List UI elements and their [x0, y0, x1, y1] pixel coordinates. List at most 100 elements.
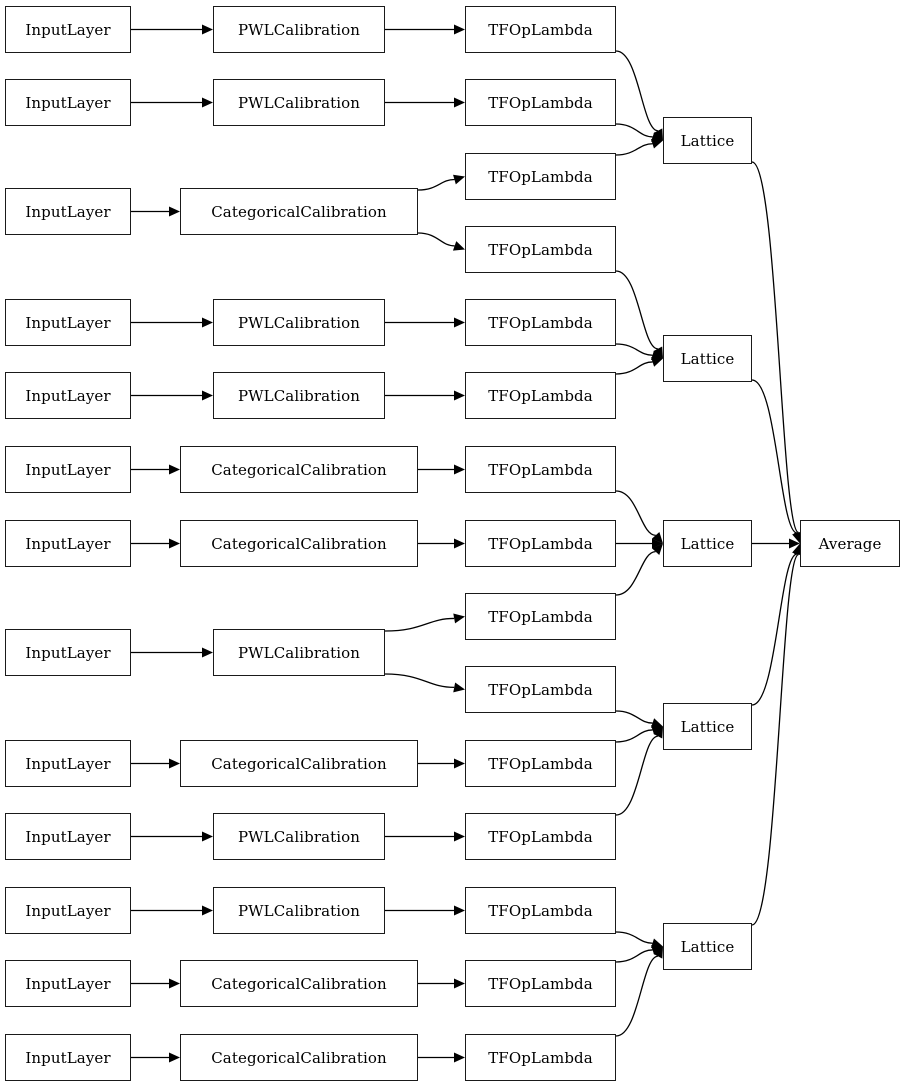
edge-lam11-to-lat3: [615, 735, 659, 816]
node-cal9[interactable]: PWLCalibration: [213, 813, 385, 860]
edge-lam2-to-lat0: [615, 143, 653, 156]
node-cal8[interactable]: CategoricalCalibration: [180, 740, 418, 787]
arrowhead-cal7-to-lam8: [453, 613, 465, 624]
node-in0[interactable]: InputLayer: [5, 6, 131, 53]
node-in4[interactable]: InputLayer: [5, 372, 131, 419]
node-in10[interactable]: InputLayer: [5, 887, 131, 934]
node-in11[interactable]: InputLayer: [5, 960, 131, 1007]
edge-lam9-to-lat3: [615, 710, 653, 724]
arrowhead-cal10-to-lam12: [454, 905, 465, 916]
edge-cal7-to-lam9: [384, 673, 455, 689]
node-lam14[interactable]: TFOpLambda: [465, 1034, 616, 1081]
node-cal12[interactable]: CategoricalCalibration: [180, 1034, 418, 1081]
node-in9[interactable]: InputLayer: [5, 813, 131, 860]
node-cal1[interactable]: PWLCalibration: [213, 79, 385, 126]
edge-lam1-to-lat0: [615, 123, 653, 138]
node-lam5[interactable]: TFOpLambda: [465, 372, 616, 419]
arrowhead-lam14-to-lat4: [653, 946, 663, 959]
edge-cal2-to-lam3: [417, 232, 455, 247]
edge-lat4-to-avg: [751, 553, 800, 926]
arrowhead-cal9-to-lam11: [454, 831, 465, 842]
node-lam0[interactable]: TFOpLambda: [465, 6, 616, 53]
arrowhead-in0-to-cal0: [202, 24, 213, 35]
node-in1[interactable]: InputLayer: [5, 79, 131, 126]
arrowhead-in8-to-cal8: [169, 758, 180, 769]
node-lat0[interactable]: Lattice: [663, 117, 752, 164]
edge-lam13-to-lat4: [615, 949, 653, 963]
arrowhead-lam13-to-lat4: [650, 945, 663, 955]
node-lam8[interactable]: TFOpLambda: [465, 593, 616, 640]
node-avg[interactable]: Average: [800, 520, 900, 567]
edge-lam6-to-lat2: [615, 490, 656, 536]
node-lam2[interactable]: TFOpLambda: [465, 153, 616, 200]
node-cal2[interactable]: CategoricalCalibration: [180, 188, 418, 235]
arrowhead-in1-to-cal1: [202, 97, 213, 108]
arrowhead-in7-to-cal7: [202, 647, 213, 658]
node-lam3[interactable]: TFOpLambda: [465, 226, 616, 273]
node-in2[interactable]: InputLayer: [5, 188, 131, 235]
node-cal0[interactable]: PWLCalibration: [213, 6, 385, 53]
arrowhead-cal12-to-lam14: [454, 1052, 465, 1063]
node-cal6[interactable]: CategoricalCalibration: [180, 520, 418, 567]
node-in12[interactable]: InputLayer: [5, 1034, 131, 1081]
arrowhead-cal1-to-lam1: [454, 97, 465, 108]
edge-cal2-to-lam2: [417, 178, 455, 191]
node-lam10[interactable]: TFOpLambda: [465, 740, 616, 787]
node-lam11[interactable]: TFOpLambda: [465, 813, 616, 860]
arrowhead-in9-to-cal9: [202, 831, 213, 842]
edge-lat1-to-avg: [751, 379, 798, 534]
node-lam12[interactable]: TFOpLambda: [465, 887, 616, 934]
arrowhead-in11-to-cal11: [169, 978, 180, 989]
arrowhead-cal0-to-lam0: [454, 24, 465, 35]
edge-lam4-to-lat1: [615, 343, 653, 356]
arrowhead-lam8-to-lat2: [651, 543, 663, 555]
node-lam13[interactable]: TFOpLambda: [465, 960, 616, 1007]
edge-lam3-to-lat1: [615, 270, 659, 350]
node-lat2[interactable]: Lattice: [663, 520, 752, 567]
node-in6[interactable]: InputLayer: [5, 520, 131, 567]
arrowhead-in3-to-cal3: [202, 317, 213, 328]
node-in3[interactable]: InputLayer: [5, 299, 131, 346]
node-cal3[interactable]: PWLCalibration: [213, 299, 385, 346]
node-lam4[interactable]: TFOpLambda: [465, 299, 616, 346]
arrowhead-cal6-to-lam7: [454, 538, 465, 549]
node-in7[interactable]: InputLayer: [5, 629, 131, 676]
node-cal7[interactable]: PWLCalibration: [213, 629, 385, 676]
edge-cal7-to-lam8: [384, 617, 455, 632]
arrowhead-lam0-to-lat0: [653, 128, 663, 141]
arrowhead-lam5-to-lat1: [650, 357, 663, 367]
node-cal10[interactable]: PWLCalibration: [213, 887, 385, 934]
node-lat1[interactable]: Lattice: [663, 335, 752, 382]
arrowhead-lam7-to-lat2: [652, 538, 663, 549]
arrowhead-cal3-to-lam4: [454, 317, 465, 328]
arrowhead-cal4-to-lam5: [454, 390, 465, 401]
arrowhead-lam3-to-lat1: [653, 346, 663, 359]
edge-lat0-to-avg: [751, 161, 800, 534]
arrowhead-lam11-to-lat3: [653, 726, 663, 739]
node-cal11[interactable]: CategoricalCalibration: [180, 960, 418, 1007]
arrowhead-in2-to-cal2: [169, 206, 180, 217]
arrowhead-in6-to-cal6: [169, 538, 180, 549]
node-cal4[interactable]: PWLCalibration: [213, 372, 385, 419]
node-cal5[interactable]: CategoricalCalibration: [180, 446, 418, 493]
arrowhead-in4-to-cal4: [202, 390, 213, 401]
edge-lam5-to-lat1: [615, 361, 653, 375]
node-lam7[interactable]: TFOpLambda: [465, 520, 616, 567]
arrowhead-lam1-to-lat0: [650, 132, 663, 142]
node-lat4[interactable]: Lattice: [663, 923, 752, 970]
edge-lat3-to-avg: [751, 553, 798, 706]
node-lam9[interactable]: TFOpLambda: [465, 666, 616, 713]
arrowhead-lat2-to-avg: [789, 538, 800, 549]
node-lam6[interactable]: TFOpLambda: [465, 446, 616, 493]
edge-lam0-to-lat0: [615, 50, 659, 132]
node-in5[interactable]: InputLayer: [5, 446, 131, 493]
edge-lam8-to-lat2: [615, 550, 656, 596]
node-lam1[interactable]: TFOpLambda: [465, 79, 616, 126]
arrowhead-cal8-to-lam10: [454, 758, 465, 769]
arrowhead-cal2-to-lam2: [453, 174, 465, 185]
node-lat3[interactable]: Lattice: [663, 703, 752, 750]
arrowhead-lat1-to-avg: [792, 531, 802, 544]
arrowhead-cal2-to-lam3: [452, 241, 465, 251]
node-in8[interactable]: InputLayer: [5, 740, 131, 787]
